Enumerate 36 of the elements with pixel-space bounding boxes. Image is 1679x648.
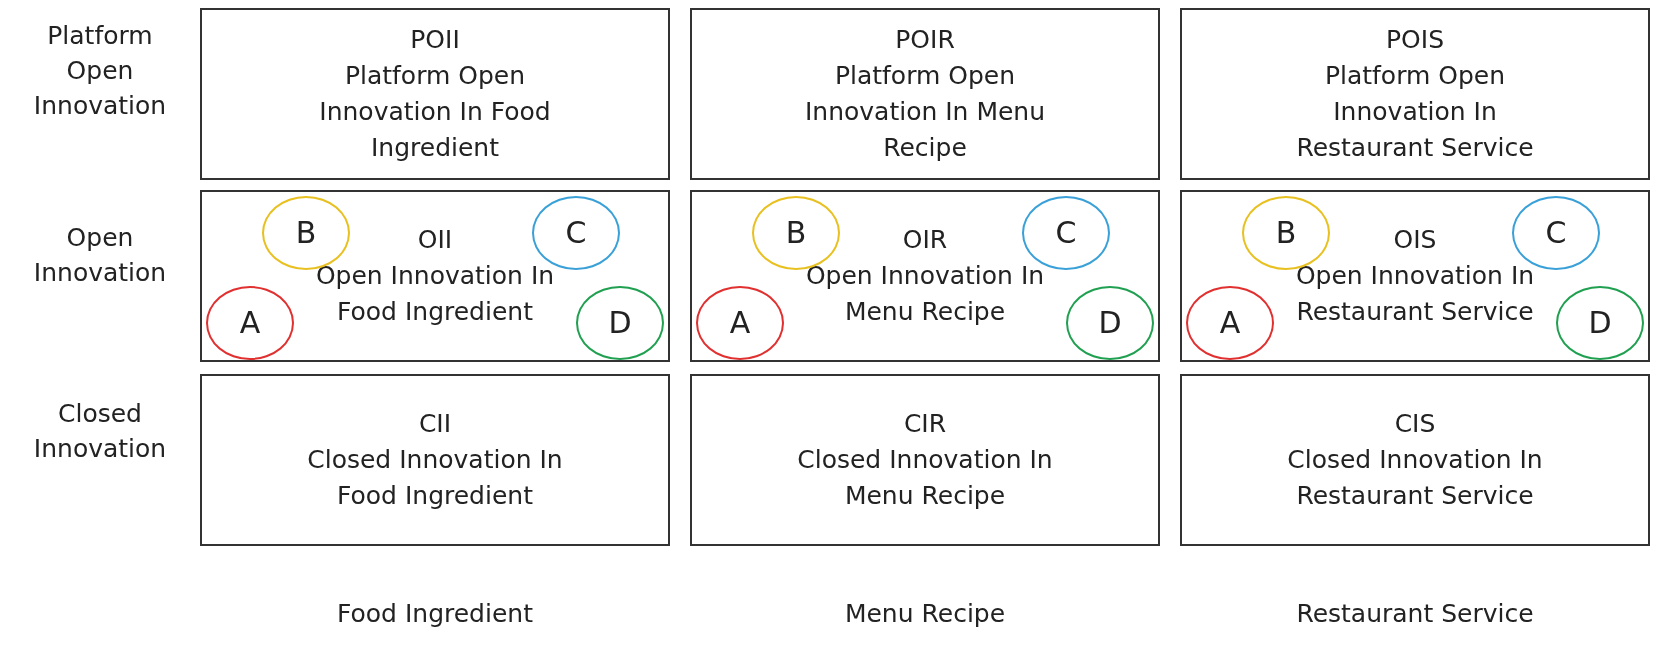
cell-code: OIS	[1393, 223, 1437, 256]
row-label: Open Innovation	[32, 222, 168, 289]
matrix-cell	[1180, 190, 1650, 362]
matrix-cell	[1180, 8, 1650, 180]
row-label: Closed Innovation	[32, 398, 168, 465]
circle-marker: A	[696, 286, 784, 360]
column-label: Food Ingredient	[336, 598, 534, 630]
cell-code: CII	[418, 407, 452, 440]
circle-marker: A	[206, 286, 294, 360]
matrix-cell	[690, 190, 1160, 362]
cell-title: Platform Open Innovation In Food Ingredient	[318, 59, 552, 165]
cell-title: Closed Innovation In Restaurant Service	[1286, 443, 1544, 513]
matrix-cell	[200, 190, 670, 362]
matrix-cell	[690, 8, 1160, 180]
circle-marker: D	[1066, 286, 1154, 360]
cell-code: CIS	[1394, 407, 1436, 440]
circle-marker: D	[576, 286, 664, 360]
column-label: Menu Recipe	[843, 598, 1007, 630]
row-label: Platform Open Innovation	[32, 20, 168, 122]
cell-code: POIS	[1386, 23, 1444, 56]
cell-title: Platform Open Innovation In Restaurant Service	[1295, 59, 1535, 165]
matrix-cell	[690, 374, 1160, 546]
circle-marker: A	[1186, 286, 1274, 360]
cell-title: Platform Open Innovation In Menu Recipe	[803, 59, 1047, 165]
matrix-cell	[200, 8, 670, 180]
cell-code: POIR	[895, 23, 955, 56]
matrix-cell	[200, 374, 670, 546]
cell-code: OII	[417, 223, 453, 256]
circle-marker: D	[1556, 286, 1644, 360]
cell-code: OIR	[902, 223, 948, 256]
cell-code: POII	[410, 23, 460, 56]
column-label: Restaurant Service	[1295, 598, 1535, 630]
cell-title: Closed Innovation In Food Ingredient	[306, 443, 564, 513]
cell-title: Closed Innovation In Menu Recipe	[796, 443, 1054, 513]
matrix-cell	[1180, 374, 1650, 546]
cell-code: CIR	[903, 407, 947, 440]
